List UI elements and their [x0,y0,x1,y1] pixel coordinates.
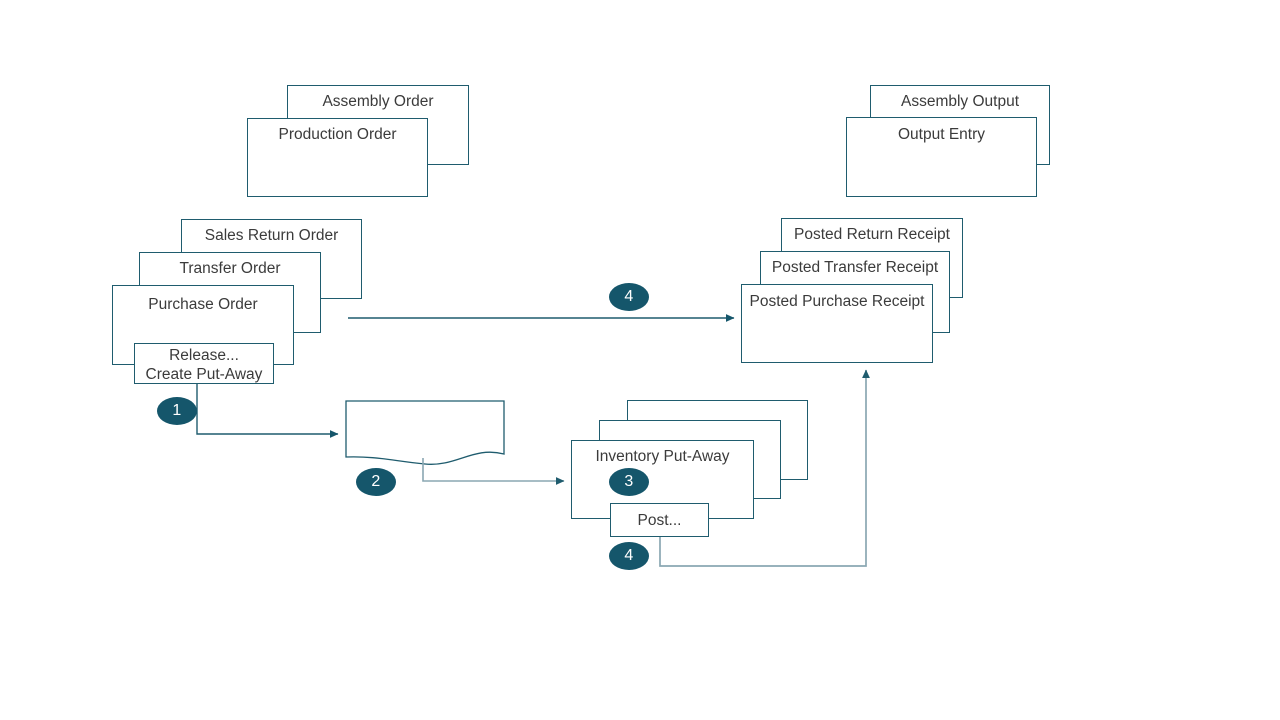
node-post[interactable]: Post... [610,503,709,537]
badge-step-4-bottom: 4 [609,542,649,570]
node-inventory-put-away-label: Inventory Put-Away [595,448,730,465]
badge-step-4-top: 4 [609,283,649,311]
node-release-create-put-away[interactable]: Release... Create Put-Away [134,343,274,384]
node-transfer-order-label: Transfer Order [179,260,281,277]
node-assembly-output-label: Assembly Output [900,93,1020,110]
node-posted-purchase-receipt[interactable]: Posted Purchase Receipt [741,284,933,363]
connector-release-to-inbound [196,384,339,438]
node-output-entry[interactable]: Output Entry [846,117,1037,197]
node-posted-purchase-receipt-label: Posted Purchase Receipt [749,293,925,310]
node-purchase-order-label: Purchase Order [148,296,258,313]
node-sales-return-order-label: Sales Return Order [204,227,339,244]
node-release-create-put-away-label: Release... Create Put-Away [145,347,263,383]
node-production-order-label: Production Order [278,126,397,143]
badge-step-3: 3 [609,468,649,496]
badge-step-2: 2 [356,468,396,496]
node-production-order[interactable]: Production Order [247,118,428,197]
node-post-label: Post... [637,512,682,529]
node-assembly-order-label: Assembly Order [322,93,434,110]
node-posted-return-receipt-label: Posted Return Receipt [794,226,950,243]
badge-step-1: 1 [157,397,197,425]
node-inbound-request[interactable]: Inbound Request [345,400,505,470]
node-posted-transfer-receipt-label: Posted Transfer Receipt [771,259,939,276]
inbound-request-shape [345,400,505,465]
node-output-entry-label: Output Entry [897,126,985,143]
